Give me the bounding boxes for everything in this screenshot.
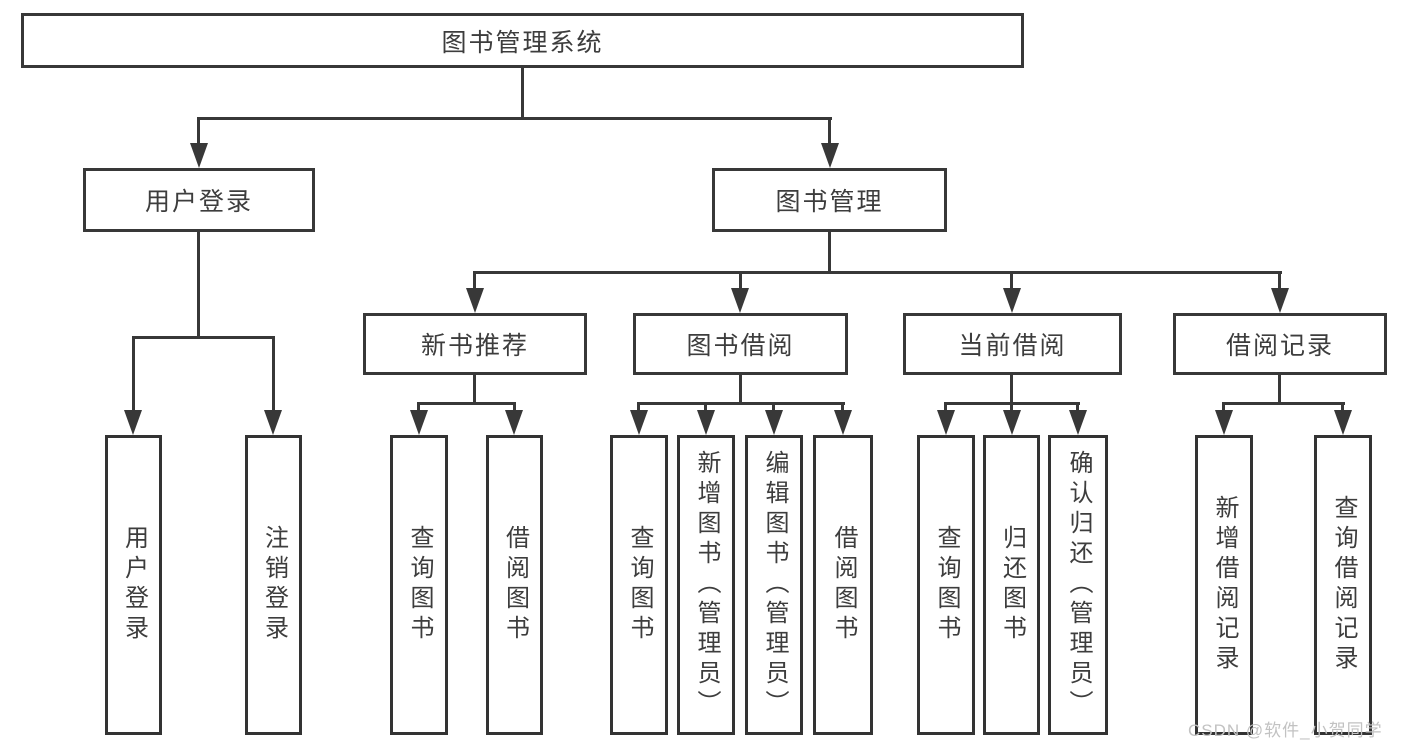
node-user-login: 用户登录 [83,168,315,232]
leaf-current-query: 查询图书 [917,435,975,735]
arrow-down-icon [264,410,282,435]
connector-segment [1010,402,1013,411]
connector-segment [772,402,775,411]
arrow-down-icon [410,410,428,435]
arrow-down-icon [1271,288,1289,313]
leaf-borrow-edit: 编辑图书（管理员） [745,435,803,735]
arrow-down-icon [190,143,208,168]
leaf-logout-label: 注销登录 [260,525,288,645]
csdn-watermark: CSDN @软件_小贺同学 [1188,721,1383,740]
leaf-user-login-label: 用户登录 [120,525,148,645]
connector-segment [132,336,135,411]
node-current-borrow: 当前借阅 [903,313,1122,375]
connector-segment [1010,375,1013,404]
connector-segment [521,68,524,119]
connector-segment [637,402,845,405]
arrow-down-icon [821,143,839,168]
connector-segment [828,232,831,274]
leaf-newbook-query-label: 查询图书 [406,525,433,645]
leaf-current-return-label: 归还图书 [998,525,1026,645]
connector-segment [473,375,476,404]
connector-segment [828,117,831,144]
leaf-borrow-borrow: 借阅图书 [813,435,873,735]
connector-segment [198,117,832,120]
leaf-user-login: 用户登录 [105,435,162,735]
leaf-records-query-label: 查询借阅记录 [1330,495,1357,675]
arrow-down-icon [505,410,523,435]
node-book-management: 图书管理 [712,168,947,232]
connector-segment [197,117,200,144]
connector-segment [1222,402,1345,405]
arrow-down-icon [937,410,955,435]
connector-segment [739,271,742,289]
leaf-current-confirm-label: 确认归还（管理员） [1065,450,1092,720]
node-root: 图书管理系统 [21,13,1024,68]
node-borrow-records: 借阅记录 [1173,313,1387,375]
connector-segment [944,402,947,411]
node-book-borrow: 图书借阅 [633,313,848,375]
connector-segment [473,271,1282,274]
connector-segment [132,336,275,339]
connector-segment [1222,402,1225,411]
connector-segment [417,402,420,411]
arrow-down-icon [630,410,648,435]
arrow-down-icon [1334,410,1352,435]
arrow-down-icon [466,288,484,313]
leaf-borrow-add: 新增图书（管理员） [677,435,735,735]
connector-segment [417,402,516,405]
connector-segment [1076,402,1079,411]
leaf-records-add-label: 新增借阅记录 [1211,495,1238,675]
connector-segment [272,336,275,411]
arrow-down-icon [1003,410,1021,435]
leaf-borrow-query: 查询图书 [610,435,668,735]
connector-segment [513,402,516,411]
leaf-borrow-borrow-label: 借阅图书 [830,525,857,645]
arrow-down-icon [1215,410,1233,435]
leaf-newbook-borrow-label: 借阅图书 [501,525,529,645]
arrow-down-icon [1003,288,1021,313]
connector-segment [841,402,844,411]
connector-segment [1341,402,1344,411]
arrow-down-icon [124,410,142,435]
connector-segment [1278,271,1281,289]
connector-segment [473,271,476,289]
leaf-borrow-edit-label: 编辑图书（管理员） [761,450,788,720]
leaf-borrow-query-label: 查询图书 [626,525,653,645]
connector-segment [637,402,640,411]
arrow-down-icon [697,410,715,435]
leaf-records-query: 查询借阅记录 [1314,435,1372,735]
node-new-book-recommend: 新书推荐 [363,313,587,375]
connector-segment [704,402,707,411]
connector-segment [1278,375,1281,404]
connector-segment [1010,271,1013,289]
arrow-down-icon [834,410,852,435]
leaf-current-return: 归还图书 [983,435,1040,735]
leaf-records-add: 新增借阅记录 [1195,435,1253,735]
connector-segment [739,375,742,404]
leaf-borrow-add-label: 新增图书（管理员） [693,450,720,720]
leaf-current-query-label: 查询图书 [933,525,960,645]
arrow-down-icon [731,288,749,313]
arrow-down-icon [765,410,783,435]
leaf-logout: 注销登录 [245,435,302,735]
leaf-current-confirm: 确认归还（管理员） [1048,435,1108,735]
leaf-newbook-query: 查询图书 [390,435,448,735]
connector-segment [197,232,200,339]
leaf-newbook-borrow: 借阅图书 [486,435,543,735]
arrow-down-icon [1069,410,1087,435]
